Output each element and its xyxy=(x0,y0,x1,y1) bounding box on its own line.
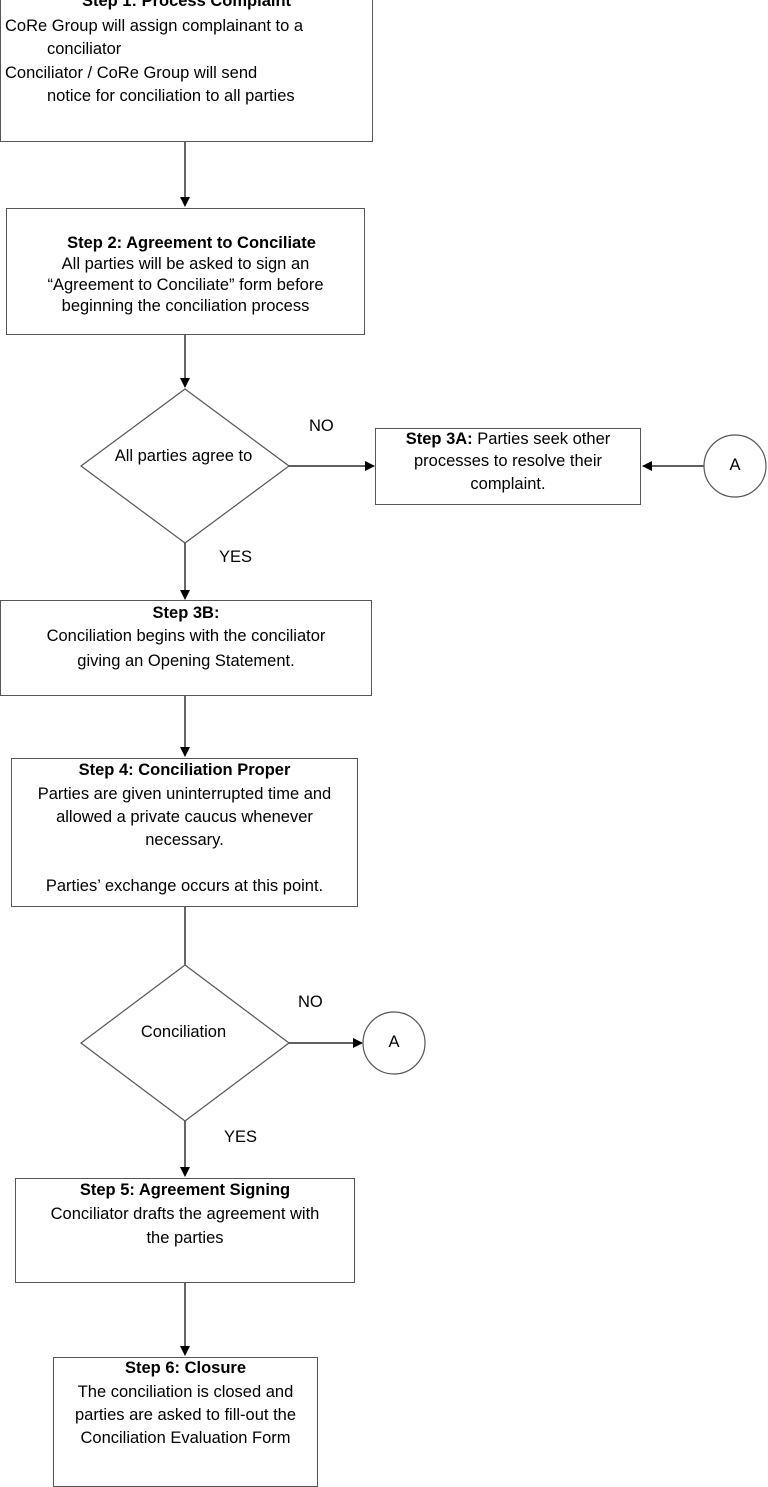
step3a-line2: processes to resolve their xyxy=(413,452,602,470)
connector-a2-label: A xyxy=(388,1033,400,1051)
step6-title: Step 6: Closure xyxy=(124,1359,247,1377)
step1-line3: Conciliator / CoRe Group will send xyxy=(5,64,258,82)
step3a-box xyxy=(375,428,641,505)
step1-line4: notice for conciliation to all parties xyxy=(47,87,295,105)
step6-line1: The conciliation is closed and xyxy=(77,1383,294,1401)
decision2-diamond xyxy=(80,964,290,1122)
step1-line1: CoRe Group will assign complainant to a xyxy=(5,17,304,35)
step3b-line2: giving an Opening Statement. xyxy=(77,652,295,670)
step4-line4: Parties’ exchange occurs at this point. xyxy=(45,877,324,895)
step2-line2: “Agreement to Conciliate” form before xyxy=(47,276,324,294)
step3a-line3: complaint. xyxy=(470,475,546,493)
step4-title: Step 4: Conciliation Proper xyxy=(78,761,291,779)
decision1-text: All parties agree to xyxy=(114,447,253,465)
decision1-no-label: NO xyxy=(309,417,334,435)
step6-line3: Conciliation Evaluation Form xyxy=(80,1429,291,1447)
decision2-no-label: NO xyxy=(298,993,323,1011)
step3a-line1-rest: Parties seek other xyxy=(472,430,611,448)
step3a-title: Step 3A: xyxy=(405,430,473,448)
step3b-title: Step 3B: xyxy=(152,604,220,622)
step1-title: Step 1: Process Complaint xyxy=(81,0,292,10)
step2-line3: beginning the conciliation process xyxy=(61,297,310,315)
step4-line1: Parties are given uninterrupted time and xyxy=(37,785,332,803)
decision1-yes-label: YES xyxy=(219,548,253,566)
step4-line2: allowed a private caucus whenever xyxy=(56,808,313,826)
step5-line2: the parties xyxy=(146,1229,224,1247)
step1-line2: conciliator xyxy=(47,40,122,58)
step2-line1: All parties will be asked to sign an xyxy=(61,255,310,273)
step3b-box xyxy=(0,600,372,696)
step5-title: Step 5: Agreement Signing xyxy=(79,1181,291,1199)
step3a-line1: Step 3A: Parties seek other xyxy=(375,428,641,450)
step2-box xyxy=(6,208,365,335)
step4-box xyxy=(11,758,358,907)
decision2-text: Conciliation xyxy=(140,1023,227,1041)
step5-line1: Conciliator drafts the agreement with xyxy=(50,1205,320,1223)
step6-box xyxy=(53,1357,318,1487)
connector-a1-label: A xyxy=(729,456,741,474)
step6-line2: parties are asked to fill-out the xyxy=(74,1406,297,1424)
connector-a1-circle xyxy=(703,434,767,498)
step5-box xyxy=(15,1178,355,1283)
step4-line3: necessary. xyxy=(145,831,224,849)
step3b-line1: Conciliation begins with the conciliator xyxy=(46,627,326,645)
connector-a2-circle xyxy=(362,1011,426,1075)
step1-box xyxy=(0,0,373,142)
decision2-yes-label: YES xyxy=(224,1128,258,1146)
step2-title: Step 2: Agreement to Conciliate xyxy=(67,234,316,252)
